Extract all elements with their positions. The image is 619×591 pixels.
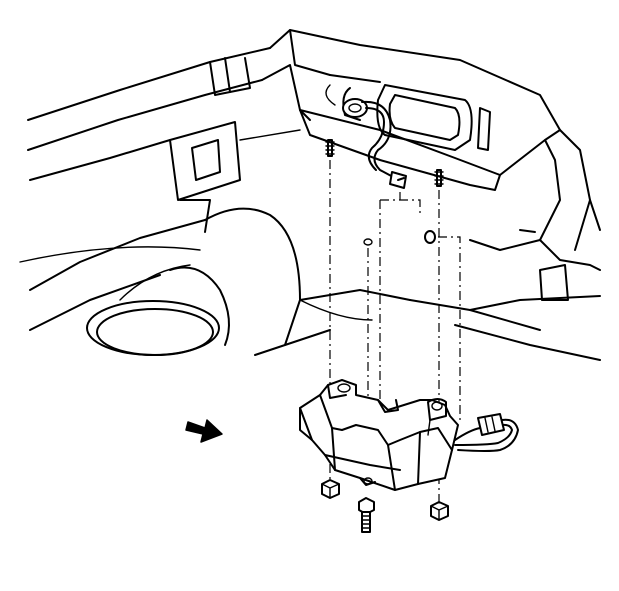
mounting-stud-left xyxy=(325,139,335,157)
trunk-floor-panel xyxy=(19,47,601,361)
bolt-center xyxy=(358,497,375,533)
body-mounting-hole xyxy=(363,238,373,246)
spare-tire-well xyxy=(86,300,220,356)
mounting-stud-right xyxy=(434,169,444,187)
module-wiring-harness xyxy=(454,413,519,452)
hex-nut-right xyxy=(430,501,449,521)
module-mounting-bracket xyxy=(299,379,459,491)
body-locating-hole xyxy=(424,230,436,244)
rear-body-panel xyxy=(261,29,601,301)
front-direction-arrow-icon xyxy=(185,419,223,443)
left-side-wall xyxy=(169,57,301,233)
body-harness-connector xyxy=(342,98,407,189)
hex-nut-left xyxy=(321,479,340,499)
